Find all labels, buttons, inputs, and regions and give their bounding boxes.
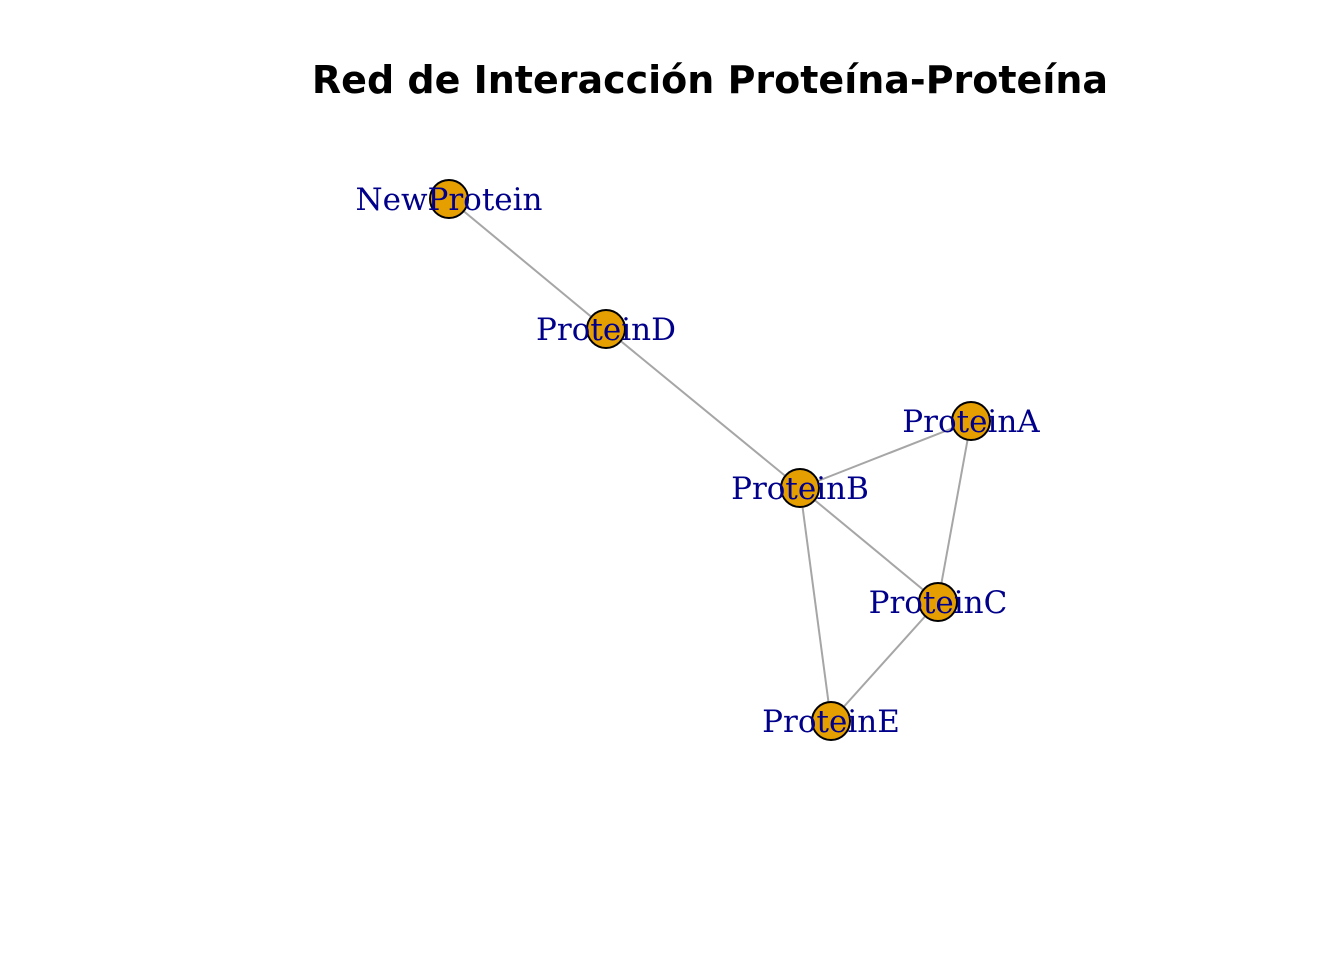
node-newprotein[interactable] — [429, 179, 469, 219]
node-label-proteinc: ProteinC — [869, 585, 1008, 621]
node-layer — [429, 179, 991, 741]
node-label-newprotein: NewProtein — [355, 182, 542, 218]
edge-proteina-proteinc — [937, 420, 972, 603]
node-label-proteina: ProteinA — [902, 404, 1040, 440]
diagram-title: Red de Interacción Proteína-Proteína — [312, 58, 1108, 102]
edge-proteinb-proteinc — [799, 487, 939, 603]
node-proteine[interactable] — [811, 701, 851, 741]
edge-proteinb-proteina — [799, 420, 972, 489]
node-proteinc[interactable] — [918, 582, 958, 622]
node-label-proteinb: ProteinB — [731, 471, 869, 507]
edge-newprotein-proteind — [448, 198, 607, 330]
node-proteina[interactable] — [951, 401, 991, 441]
node-label-proteind: ProteinD — [536, 312, 676, 348]
edge-proteinc-proteine — [830, 601, 939, 722]
node-label-proteine: ProteinE — [762, 704, 900, 740]
node-proteind[interactable] — [586, 309, 626, 349]
edge-proteind-proteinb — [605, 328, 801, 489]
edge-layer — [448, 198, 972, 722]
edge-proteinb-proteine — [799, 487, 832, 722]
node-proteinb[interactable] — [780, 468, 820, 508]
